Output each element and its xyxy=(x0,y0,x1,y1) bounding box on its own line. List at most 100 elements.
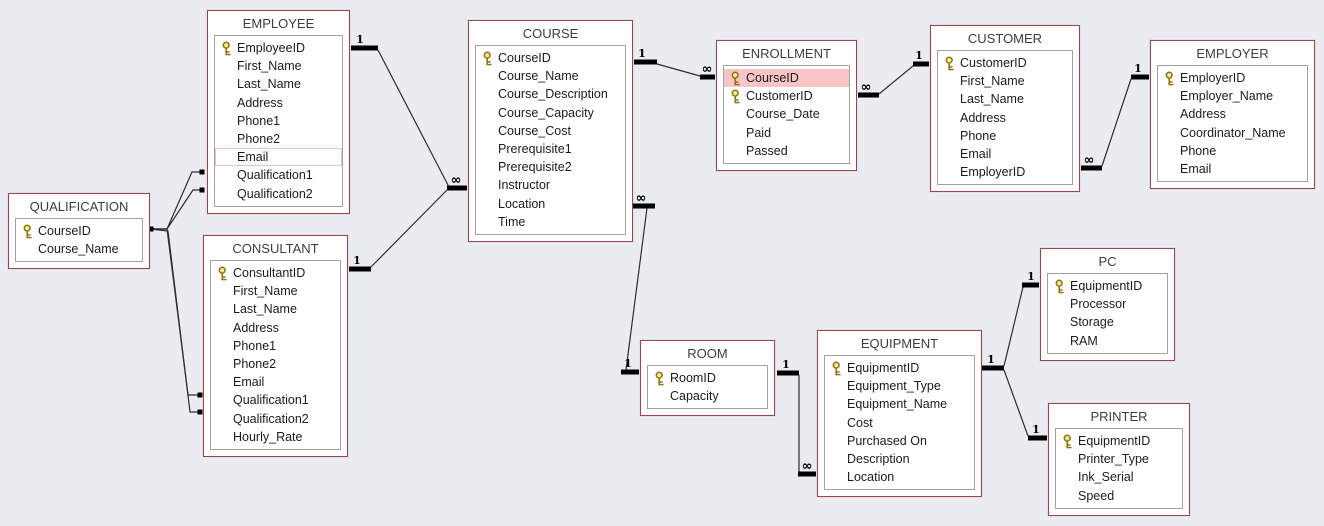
field-row[interactable]: Equipment_Type xyxy=(825,377,974,395)
field-name: EquipmentID xyxy=(847,361,920,376)
field-row[interactable]: EquipmentID xyxy=(1048,277,1167,295)
field-row[interactable]: Coordinator_Name xyxy=(1158,124,1307,142)
field-row[interactable]: Last_Name xyxy=(938,90,1072,108)
field-row[interactable]: Equipment_Name xyxy=(825,395,974,413)
field-row[interactable]: Cost xyxy=(825,414,974,432)
field-row[interactable]: Address xyxy=(1158,105,1307,123)
field-row[interactable]: Address xyxy=(211,319,340,337)
field-row[interactable]: Storage xyxy=(1048,313,1167,331)
field-row[interactable]: Email xyxy=(1158,160,1307,178)
field-row[interactable]: Email xyxy=(938,145,1072,163)
table-title[interactable]: PC xyxy=(1098,254,1117,269)
field-row[interactable]: Phone xyxy=(1158,142,1307,160)
field-row[interactable]: Prerequisite1 xyxy=(476,140,625,158)
field-row[interactable]: EquipmentID xyxy=(1056,432,1182,450)
field-row[interactable]: ConsultantID xyxy=(211,264,340,282)
field-row[interactable]: Description xyxy=(825,450,974,468)
field-row[interactable]: EmployerID xyxy=(938,163,1072,181)
field-row[interactable]: EmployerID xyxy=(1158,69,1307,87)
relationship-equipment-pc[interactable]: 11 xyxy=(982,270,1039,371)
field-row[interactable]: Passed xyxy=(724,142,849,160)
field-row[interactable]: Address xyxy=(215,94,342,112)
field-row[interactable]: Processor xyxy=(1048,295,1167,313)
field-row[interactable]: Qualification2 xyxy=(215,185,342,203)
relationship-room-course[interactable]: ∞1 xyxy=(621,191,655,375)
field-row[interactable]: Prerequisite2 xyxy=(476,158,625,176)
field-row[interactable]: Qualification1 xyxy=(211,391,340,409)
field-row[interactable]: CustomerID xyxy=(724,87,849,105)
field-row[interactable]: RoomID xyxy=(648,369,767,387)
relationship-course-enrollment[interactable]: 1∞ xyxy=(634,47,715,80)
table-title[interactable]: COURSE xyxy=(522,26,579,41)
field-row[interactable]: Location xyxy=(825,468,974,486)
relationship-equipment-printer[interactable]: 1 xyxy=(1003,369,1047,441)
field-row[interactable]: Last_Name xyxy=(215,75,342,93)
field-row[interactable]: Time xyxy=(476,213,625,231)
field-row[interactable]: EquipmentID xyxy=(825,359,974,377)
relationship-employee-course[interactable]: 1∞ xyxy=(351,33,467,191)
table-title[interactable]: PRINTER xyxy=(1090,409,1148,424)
field-row[interactable]: Printer_Type xyxy=(1056,450,1182,468)
field-row[interactable]: Email xyxy=(211,373,340,391)
table-title[interactable]: CUSTOMER xyxy=(967,31,1043,46)
field-row[interactable]: Address xyxy=(938,109,1072,127)
field-row[interactable]: Instructor xyxy=(476,176,625,194)
table-title[interactable]: EMPLOYER xyxy=(1196,46,1269,61)
table-title[interactable]: ENROLLMENT xyxy=(742,46,831,61)
field-row[interactable]: Last_Name xyxy=(211,300,340,318)
field-row[interactable]: Phone1 xyxy=(215,112,342,130)
field-row[interactable]: Course_Date xyxy=(724,105,849,123)
field-row[interactable]: Hourly_Rate xyxy=(211,428,340,446)
field-row[interactable]: Phone2 xyxy=(211,355,340,373)
field-row[interactable]: Speed xyxy=(1056,487,1182,505)
field-row[interactable]: Course_Capacity xyxy=(476,104,625,122)
field-row[interactable]: Qualification2 xyxy=(211,410,340,428)
field-row[interactable]: Course_Description xyxy=(476,85,625,103)
field-row[interactable]: Qualification1 xyxy=(215,166,342,184)
field-row[interactable]: Phone2 xyxy=(215,130,342,148)
field-row[interactable]: EmployeeID xyxy=(215,39,342,57)
relationship-room-equipment[interactable]: 1∞ xyxy=(777,358,816,477)
field-row[interactable]: CustomerID xyxy=(938,54,1072,72)
field-row[interactable]: Capacity xyxy=(648,387,767,405)
field-row[interactable]: Location xyxy=(476,195,625,213)
relationship-enrollment-customer[interactable]: ∞1 xyxy=(858,49,929,98)
table-title[interactable]: CONSULTANT xyxy=(232,241,319,256)
relationship-consultant-course[interactable]: 1 xyxy=(349,188,449,272)
field-row[interactable]: Phone1 xyxy=(211,337,340,355)
relationship-customer-employer[interactable]: ∞1 xyxy=(1081,62,1149,171)
field-row[interactable]: First_Name xyxy=(215,57,342,75)
field-row[interactable]: Course_Name xyxy=(16,240,142,258)
field-row[interactable]: Ink_Serial xyxy=(1056,468,1182,486)
relationship-qualification-links[interactable] xyxy=(148,169,205,415)
field-row[interactable]: Course_Name xyxy=(476,67,625,85)
field-row[interactable]: Purchased On xyxy=(825,432,974,450)
table-title[interactable]: EQUIPMENT xyxy=(860,336,939,351)
field-row[interactable]: CourseID xyxy=(476,49,625,67)
field-row[interactable]: CourseID xyxy=(724,69,849,88)
field-row[interactable]: First_Name xyxy=(938,72,1072,90)
field-row[interactable]: Employer_Name xyxy=(1158,87,1307,105)
field-row[interactable]: First_Name xyxy=(211,282,340,300)
field-row[interactable]: Phone xyxy=(938,127,1072,145)
field-row[interactable]: RAM xyxy=(1048,332,1167,350)
field-row[interactable]: CourseID xyxy=(16,222,142,240)
table-title[interactable]: QUALIFICATION xyxy=(29,199,129,214)
field-row[interactable]: Paid xyxy=(724,124,849,142)
field-row[interactable]: Email xyxy=(215,148,342,166)
field-row[interactable]: Course_Cost xyxy=(476,122,625,140)
table-title[interactable]: EMPLOYEE xyxy=(242,16,315,31)
table-title[interactable]: ROOM xyxy=(687,346,728,361)
